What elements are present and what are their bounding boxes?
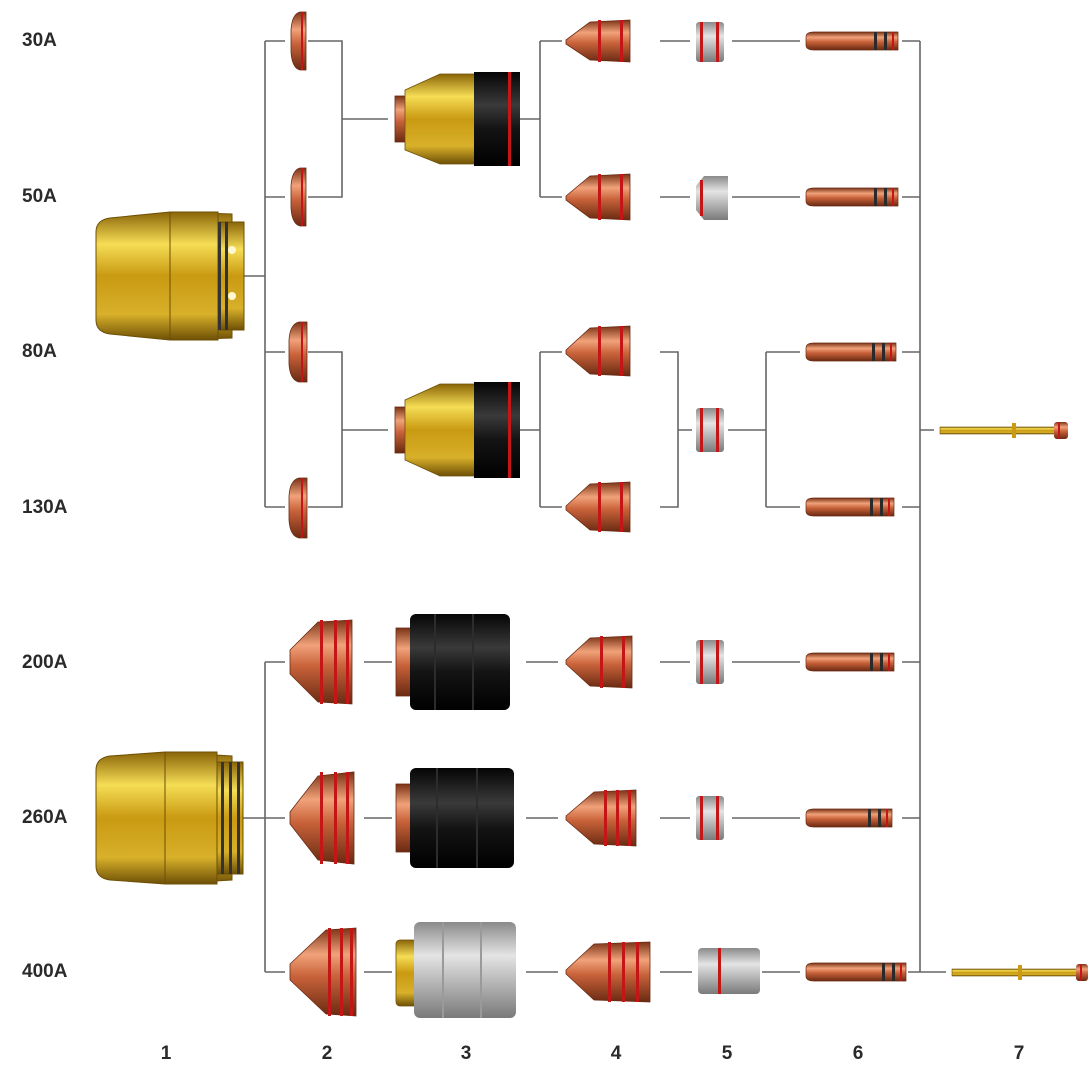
- electrode-200a: [805, 652, 895, 672]
- electrode-130a: [805, 497, 895, 517]
- retaining-cap-lower: [95, 751, 244, 885]
- water-tube-upper: [939, 422, 1068, 439]
- connector-lines: [240, 40, 946, 973]
- label-30a: 30A: [22, 30, 57, 51]
- column-label-3: 3: [460, 1043, 472, 1064]
- water-tube-lower: [951, 964, 1088, 981]
- nozzle-cap-80-130a: [394, 382, 520, 478]
- label-260a: 260A: [22, 807, 68, 828]
- column-label-2: 2: [321, 1043, 333, 1064]
- nozzle-130a: [565, 481, 631, 533]
- label-200a: 200A: [22, 652, 68, 673]
- nozzle-cap-260a: [395, 768, 514, 868]
- swirl-ring-80-130a: [696, 408, 724, 452]
- shield-260a: [289, 771, 355, 865]
- nozzle-200a: [565, 635, 633, 689]
- shield-small-50a: [290, 167, 307, 227]
- electrode-260a: [805, 808, 893, 828]
- electrode-400a: [805, 962, 907, 982]
- swirl-ring-400a: [698, 948, 760, 994]
- retaining-cap-upper: [95, 211, 245, 341]
- label-130a: 130A: [22, 497, 68, 518]
- electrode-50a: [805, 187, 899, 207]
- nozzle-cap-200a: [395, 614, 510, 710]
- shield-small-30a: [290, 11, 307, 71]
- label-400a: 400A: [22, 961, 68, 982]
- swirl-ring-260a: [696, 796, 724, 840]
- column-label-6: 6: [852, 1043, 864, 1064]
- nozzle-80a: [565, 325, 631, 377]
- column-label-1: 1: [160, 1043, 172, 1064]
- label-50a: 50A: [22, 186, 57, 207]
- column-label-4: 4: [610, 1043, 622, 1064]
- electrode-80a: [805, 342, 897, 362]
- column-label-5: 5: [721, 1043, 733, 1064]
- electrodes: [805, 31, 907, 982]
- swirl-ring-30a: [696, 22, 724, 62]
- shield-small-130a: [288, 477, 308, 539]
- nozzle-400a: [565, 941, 651, 1003]
- shield-200a: [289, 619, 353, 705]
- nozzle-50a: [565, 173, 631, 221]
- electrode-30a: [805, 31, 899, 51]
- swirl-ring-50a: [696, 176, 728, 220]
- nozzle-260a: [565, 789, 637, 847]
- nozzle-cap-400a: [395, 922, 516, 1018]
- column-label-7: 7: [1013, 1043, 1025, 1064]
- label-80a: 80A: [22, 341, 57, 362]
- nozzle-30a: [565, 19, 631, 63]
- shield-small-80a: [288, 321, 308, 383]
- swirl-ring-200a: [696, 640, 724, 684]
- nozzle-cap-30-50a: [394, 72, 520, 166]
- shield-400a: [289, 927, 357, 1017]
